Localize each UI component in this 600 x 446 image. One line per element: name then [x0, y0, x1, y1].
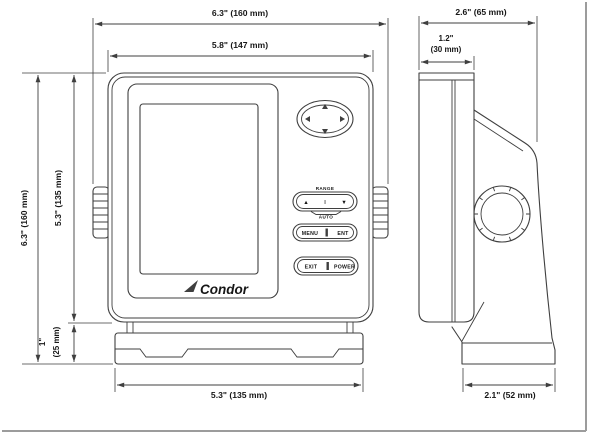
brand-logo-text: Condor — [200, 282, 249, 297]
exit-power-key-pill — [293, 256, 359, 276]
side-view — [418, 72, 556, 365]
clamp-knob-scallops — [474, 187, 530, 241]
side-bracket-details — [461, 118, 552, 344]
exit-power-key-inner — [297, 259, 355, 273]
dim-side-base-depth: 2.1" (52 mm) — [484, 390, 535, 400]
dim-front-total-width: 6.3" (160 mm) — [212, 8, 268, 18]
clamp-knob-inner — [480, 192, 524, 236]
right-mount-knob-ribs — [372, 193, 388, 230]
range-up-key-icon: ▲ — [303, 200, 309, 206]
clamp-knob-outer — [473, 185, 531, 243]
range-key-label: RANGE — [316, 186, 335, 191]
dim-side-total-depth: 2.6" (65 mm) — [455, 7, 506, 17]
left-mount-knob-ribs — [93, 193, 109, 230]
range-key-pill-inner — [296, 194, 354, 209]
side-body-seams — [419, 79, 474, 322]
device-body-bevel — [111, 76, 370, 319]
menu-ent-key-pill — [292, 223, 358, 242]
dim-bracket-drop-in: 1" — [38, 338, 47, 346]
dim-front-body-height: 5.3" (135 mm) — [53, 170, 63, 226]
side-body-outline — [418, 72, 475, 323]
range-key-pill — [292, 191, 358, 212]
exit-power-separator — [326, 262, 329, 270]
side-bracket-silhouette — [451, 109, 556, 365]
menu-key-label: MENU — [302, 231, 318, 237]
dim-base-width: 5.3" (135 mm) — [211, 390, 267, 400]
menu-ent-separator — [325, 228, 328, 237]
auto-key-label: AUTO — [319, 215, 334, 220]
screen-bezel — [127, 83, 279, 299]
menu-ent-key-inner — [296, 226, 354, 239]
screen-display — [139, 103, 259, 275]
right-mount-knob — [371, 186, 389, 239]
dim-front-total-height: 6.3" (160 mm) — [19, 190, 29, 246]
dimension-annotations: 6.3" (160 mm) 5.8" (147 mm) 6.3" (160 mm… — [19, 7, 556, 400]
ent-key-label: ENT — [337, 231, 349, 237]
dim-front-body-width: 5.8" (147 mm) — [212, 40, 268, 50]
auto-bracket — [310, 211, 342, 215]
dpad-outline — [296, 99, 354, 139]
dim-bracket-drop-mm: (25 mm) — [52, 326, 61, 357]
dim-side-body-depth-mm: (30 mm) — [431, 45, 462, 54]
power-key-label: POWER — [334, 265, 355, 271]
bracket-base-notches — [115, 348, 363, 358]
front-view: Condor RANGE ▲ ǀ ▼ AUTO MENU ENT EXIT PO… — [92, 72, 389, 365]
condor-logo-mark-icon — [184, 280, 198, 292]
exit-key-label: EXIT — [305, 265, 318, 271]
dim-side-body-depth-in: 1.2" — [439, 34, 454, 43]
pedestal-posts — [126, 322, 354, 333]
range-mid-divider: ǀ — [324, 200, 326, 206]
left-mount-knob — [92, 186, 110, 239]
range-down-key-icon: ▼ — [341, 200, 347, 206]
bracket-base — [114, 332, 364, 365]
figure-border — [2, 2, 587, 432]
extension-lines — [22, 16, 556, 392]
